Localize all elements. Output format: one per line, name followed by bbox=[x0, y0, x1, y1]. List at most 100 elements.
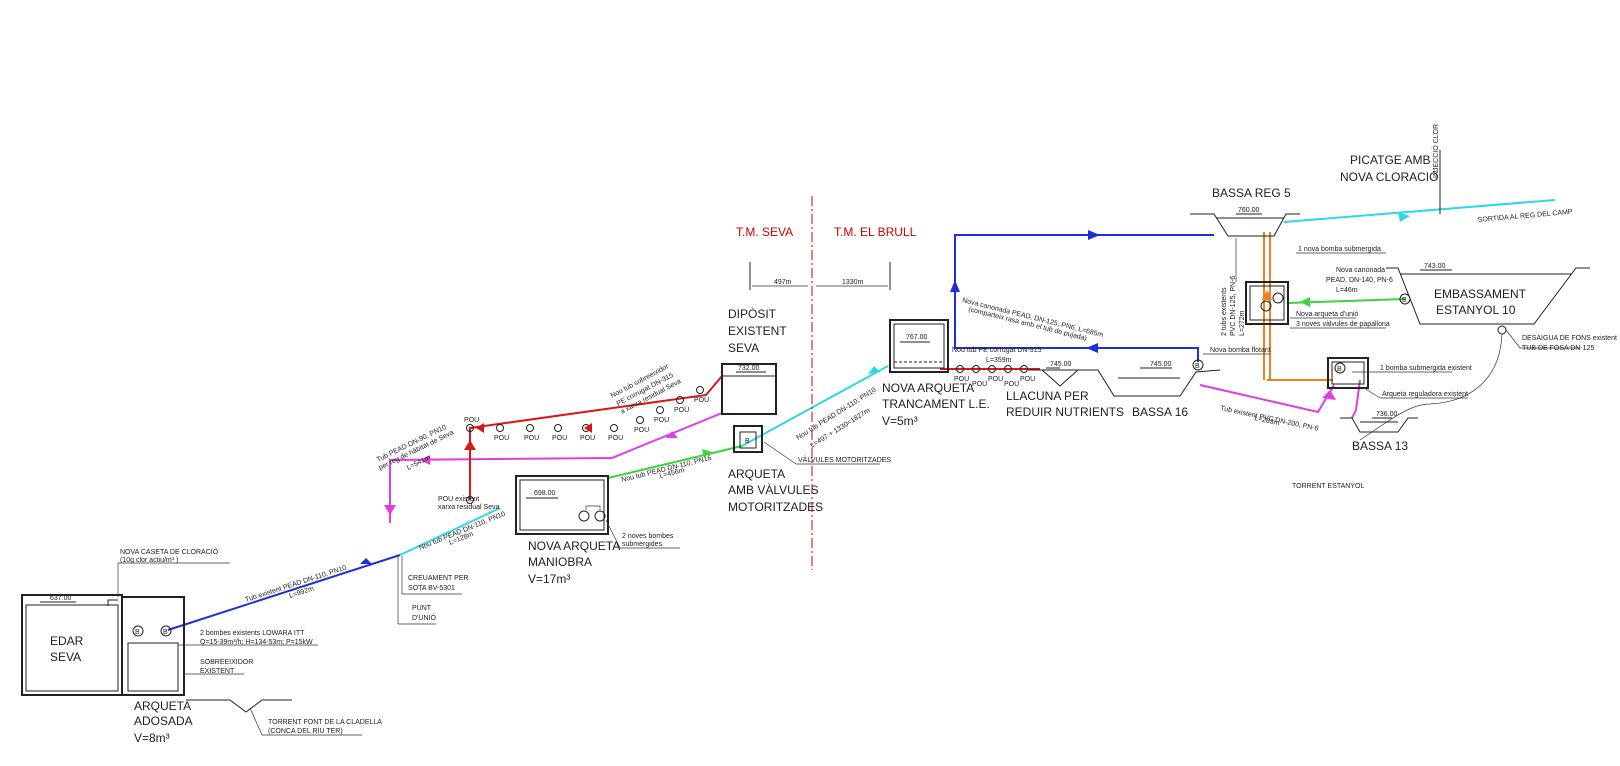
diposit-level: 732.00 bbox=[738, 365, 760, 372]
edar-tank-inner bbox=[25, 604, 119, 692]
edar-label-2: SEVA bbox=[50, 650, 81, 664]
pou-existent-2: xarxa residual Seva bbox=[438, 504, 500, 511]
bassa13-profile bbox=[1340, 417, 1418, 433]
svg-text:POU: POU bbox=[972, 381, 987, 388]
tubs-existents-2: PVC DN-125, PN-6 bbox=[1230, 276, 1237, 336]
pipe-cyan-junction-to-maniobra bbox=[399, 507, 501, 556]
caseta-label-1: NOVA CASETA DE CLORACIÓ bbox=[120, 547, 219, 556]
bassa-reg5-level: 760.00 bbox=[1238, 207, 1260, 214]
svg-text:POU: POU bbox=[1004, 381, 1019, 388]
arrow-icon bbox=[868, 366, 880, 374]
arrow-icon bbox=[476, 423, 484, 433]
trencament-label-2: TRANCAMENT L.E. bbox=[882, 397, 990, 411]
noves-bombes-1: 2 noves bombes bbox=[622, 533, 674, 540]
bassa13-label: BASSA 13 bbox=[1352, 439, 1408, 453]
svg-text:POU: POU bbox=[608, 435, 623, 442]
svg-text:POU: POU bbox=[1020, 376, 1035, 383]
diposit-label-3: SEVA bbox=[728, 341, 759, 355]
arqueta-trencament bbox=[889, 319, 949, 373]
valvules-motoritzades: VÀLVULES MOTORITZADES bbox=[798, 455, 891, 464]
pump-icon bbox=[1399, 293, 1411, 305]
svg-text:B: B bbox=[1195, 363, 1200, 370]
arqueta-adosada-3: V=8m³ bbox=[134, 731, 170, 745]
llacuna-label-1: LLACUNA PER bbox=[1006, 389, 1089, 403]
arrow-icon bbox=[584, 423, 592, 433]
caseta-cloracio bbox=[121, 596, 185, 696]
svg-text:POU: POU bbox=[674, 407, 689, 414]
arqueta-reguladora bbox=[1327, 357, 1369, 389]
arrow-icon bbox=[384, 505, 396, 515]
maniobra-label-1: NOVA ARQUETA bbox=[528, 539, 620, 553]
arrow-icon bbox=[464, 440, 476, 450]
punt-unio-1: PUNT bbox=[412, 605, 432, 612]
picatge-1: PICATGE AMB bbox=[1350, 153, 1430, 167]
bassa13-level: 736.00 bbox=[1376, 411, 1398, 418]
tm-seva: T.M. SEVA bbox=[736, 225, 793, 239]
bomba-flotant-icon bbox=[1192, 359, 1204, 371]
torrent-font-2: (CONCA DEL RIU TER) bbox=[268, 728, 343, 735]
svg-text:POU: POU bbox=[524, 435, 539, 442]
noves-bombes-2: submergides bbox=[622, 541, 663, 548]
torrent-ground bbox=[186, 699, 292, 713]
pipe-blue-to-bassa-reg5 bbox=[954, 234, 1214, 362]
pump-icon bbox=[578, 510, 590, 522]
torrent-estanyol: TORRENT ESTANYOL bbox=[1292, 483, 1364, 490]
bomba-submergida-existent: 1 bomba submergida existent bbox=[1380, 365, 1472, 372]
arrow-icon bbox=[1300, 297, 1310, 307]
injeccio-clor: INJECCIÓ CLOR bbox=[1431, 124, 1440, 178]
bassa16-level: 745.00 bbox=[1150, 361, 1172, 368]
edar-label-1: EDAR bbox=[50, 634, 84, 648]
pipe-magenta-habitat bbox=[389, 412, 723, 523]
nou-tub-pe-359-2: L=359m bbox=[986, 357, 1012, 364]
pou-series: POU POU POU POU POU POU POU POU POU POU bbox=[464, 386, 709, 504]
embassament-1: EMBASSAMENT bbox=[1434, 287, 1527, 301]
nou-tub-128-1: Nou tub PEAD DN-110, PN10 bbox=[418, 511, 506, 552]
arrow-icon bbox=[420, 455, 430, 465]
edar-level: 637.00 bbox=[50, 595, 72, 602]
pipe-cyan-sortida-reg bbox=[1283, 199, 1556, 223]
bassa-reg5-label: BASSA REG 5 bbox=[1212, 186, 1291, 200]
arrow-icon bbox=[950, 280, 960, 292]
trencament-label-3: V=5m³ bbox=[882, 414, 918, 428]
pipe-cyan-valvules-to-trencament bbox=[741, 365, 889, 447]
pou-series-2: POU POU POU POU POU bbox=[954, 365, 1035, 388]
sobreeixidor-1: SOBREEIXIDOR bbox=[200, 659, 253, 666]
diposit-label-2: EXISTENT bbox=[728, 324, 787, 338]
trencament-level: 767.00 bbox=[906, 334, 928, 341]
arqueta-reguladora-label: Arqueta reguladora existent bbox=[1382, 391, 1468, 398]
arqueta-unio bbox=[1245, 281, 1289, 325]
svg-text:POU: POU bbox=[580, 435, 595, 442]
nou-tub-456-1: Nou tub PEAD DN-110, PN16 bbox=[621, 455, 713, 484]
arqueta-valvules bbox=[733, 425, 763, 453]
picatge-2: NOVA CLORACIÓ bbox=[1340, 169, 1438, 184]
dist-497: 497m bbox=[774, 279, 792, 286]
svg-text:POU: POU bbox=[988, 376, 1003, 383]
arrow-icon bbox=[360, 558, 372, 564]
arrow-icon bbox=[1322, 390, 1336, 400]
nova-canonada-46-1: Nova canonada bbox=[1336, 267, 1385, 274]
desaigua-2: TUB DE FOSA DN-125 bbox=[1522, 345, 1594, 352]
bassa-reg5-profile bbox=[1190, 213, 1300, 237]
arqueta-valvules-2: AMB VÀLVULES bbox=[728, 482, 818, 497]
arqueta-valvules-3: MOTORITZADES bbox=[728, 500, 823, 514]
bombes-existents-2: Q=15-39m³/h; H=134-53m; P=15kW bbox=[200, 639, 313, 646]
svg-text:POU: POU bbox=[552, 435, 567, 442]
creuament-1: CREUAMENT PER bbox=[408, 575, 469, 582]
diposit-label-1: DIPÒSIT bbox=[728, 306, 777, 321]
arqueta-adosada-2: ADOSADA bbox=[134, 714, 193, 728]
arrow-icon bbox=[1088, 230, 1100, 240]
embassament-level: 743.00 bbox=[1424, 263, 1446, 270]
sortida-reg: SORTIDA AL REG DEL CAMP bbox=[1478, 209, 1574, 224]
pump-icon bbox=[132, 625, 144, 637]
embassament-2: ESTANYOL 10 bbox=[1436, 303, 1516, 317]
llacuna-level: 745.00 bbox=[1050, 361, 1072, 368]
nova-bomba-flotant: Nova bomba flotant bbox=[1210, 347, 1271, 354]
llacuna-bassa16-profile bbox=[1028, 369, 1221, 397]
tubs-existents-3: L=272m bbox=[1239, 310, 1246, 336]
pipe-magenta-bassa13 bbox=[1351, 379, 1361, 419]
svg-text:POU: POU bbox=[694, 397, 709, 404]
nova-canonada-46-2: PEAD, DN-140, PN-6 bbox=[1326, 277, 1393, 284]
svg-text:POU: POU bbox=[954, 376, 969, 383]
arrow-icon bbox=[702, 449, 712, 457]
svg-text:POU: POU bbox=[464, 417, 479, 424]
